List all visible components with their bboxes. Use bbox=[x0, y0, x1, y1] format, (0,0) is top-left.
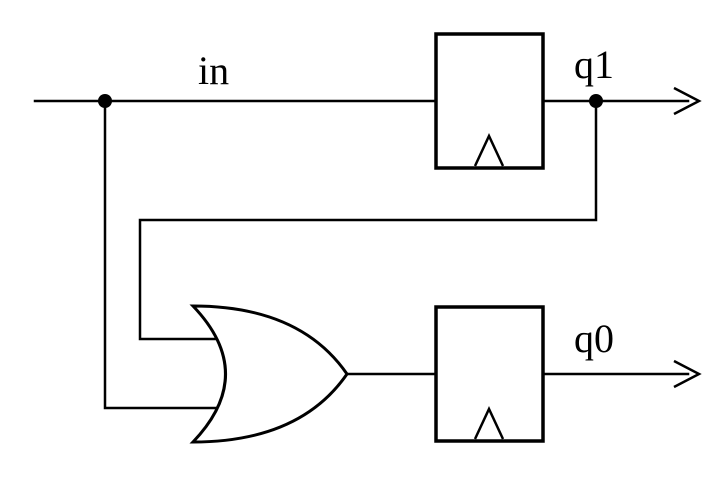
q1-label: q1 bbox=[574, 42, 614, 87]
q0-label: q0 bbox=[574, 316, 614, 361]
q1-junction-dot bbox=[589, 94, 603, 108]
input-label: in bbox=[198, 48, 229, 93]
q1-feedback-wire bbox=[138, 99, 598, 341]
clock-triangle-icon bbox=[473, 406, 505, 440]
input-branch-wire bbox=[103, 99, 234, 410]
q0-arrow-icon bbox=[673, 359, 702, 389]
q1-arrow-icon bbox=[673, 86, 702, 116]
flip-flop-bottom bbox=[434, 305, 545, 443]
clock-triangle-icon bbox=[473, 133, 505, 167]
flip-flop-top bbox=[434, 32, 545, 170]
or-gate bbox=[189, 304, 349, 444]
input-junction-dot bbox=[98, 94, 112, 108]
